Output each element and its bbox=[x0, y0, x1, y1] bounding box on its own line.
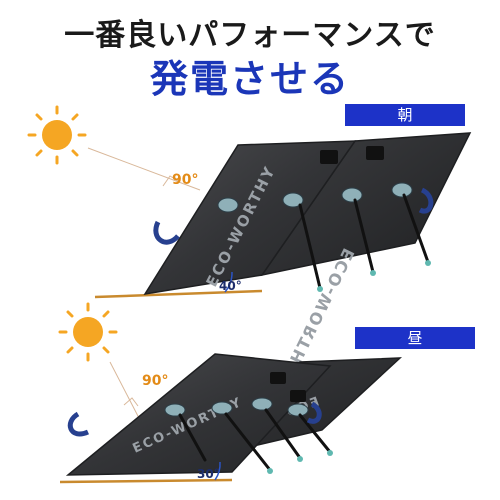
junction-box bbox=[320, 150, 338, 164]
junction-box bbox=[366, 146, 384, 160]
bracket bbox=[164, 403, 186, 417]
ground-line bbox=[59, 478, 233, 484]
sun-ray-line bbox=[109, 361, 141, 421]
headline-line-1: 一番良いパフォーマンスで bbox=[64, 18, 436, 53]
badge-morning: 朝 bbox=[345, 104, 465, 126]
headline-line-2: 発電させる bbox=[149, 57, 350, 101]
carry-strap bbox=[418, 187, 434, 214]
solar-panel-icon: ECO-WORTHY bbox=[143, 140, 357, 296]
sun-angle-label: 90° bbox=[142, 373, 168, 389]
sun-ray-line bbox=[87, 147, 201, 191]
right-angle-marker bbox=[123, 397, 139, 407]
sun-icon bbox=[27, 105, 87, 165]
bracket bbox=[341, 187, 363, 203]
carry-strap bbox=[306, 401, 322, 424]
tilt-arc bbox=[224, 271, 233, 293]
bracket bbox=[251, 397, 273, 411]
tilt-arc bbox=[214, 461, 221, 481]
bracket bbox=[287, 403, 309, 417]
kickstand-icon bbox=[298, 193, 430, 290]
junction-box bbox=[270, 372, 286, 384]
ground-line bbox=[94, 289, 263, 299]
tilt-angle-label: 30° bbox=[197, 467, 220, 481]
bracket bbox=[391, 182, 413, 198]
sun-angle-label: 90° bbox=[172, 172, 198, 188]
bracket bbox=[282, 192, 304, 208]
bracket bbox=[211, 401, 233, 415]
scene-noon: ECO-WORTHY ECO-WORTHY bbox=[58, 302, 403, 484]
kickstand-icon bbox=[178, 408, 332, 472]
sun-icon bbox=[58, 302, 118, 362]
bracket bbox=[217, 197, 239, 213]
badge-noon: 昼 bbox=[355, 327, 475, 349]
tilt-angle-label: 40° bbox=[219, 279, 242, 293]
right-angle-marker bbox=[162, 175, 181, 187]
junction-box bbox=[290, 390, 306, 402]
carry-strap bbox=[67, 411, 90, 437]
carry-strap bbox=[153, 220, 180, 245]
